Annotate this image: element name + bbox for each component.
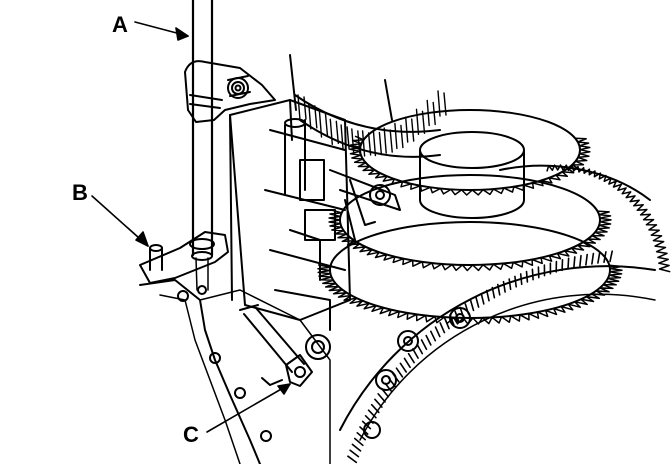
leader-line-a	[134, 21, 189, 41]
shift-rod	[191, 0, 214, 295]
transmission-case	[139, 279, 331, 464]
large-ring-gear	[339, 250, 656, 464]
callout-label-a: A	[112, 12, 128, 37]
gear-bolt	[363, 421, 381, 439]
select-lever	[239, 304, 313, 387]
gear-bolt	[375, 369, 397, 391]
spring-coil-icon	[227, 75, 251, 99]
synchronizer-band	[289, 54, 447, 158]
gear-bolt	[397, 330, 419, 352]
leader-line-b	[91, 195, 149, 247]
shift-fork-linkage	[329, 169, 401, 241]
interlock-plate	[139, 231, 229, 284]
housing-block	[229, 99, 351, 331]
callout-label-b: B	[72, 180, 88, 205]
detent-bracket	[184, 60, 276, 123]
leader-line-c	[206, 383, 291, 433]
callout-label-c: C	[183, 422, 199, 447]
gear-stack	[317, 109, 671, 325]
